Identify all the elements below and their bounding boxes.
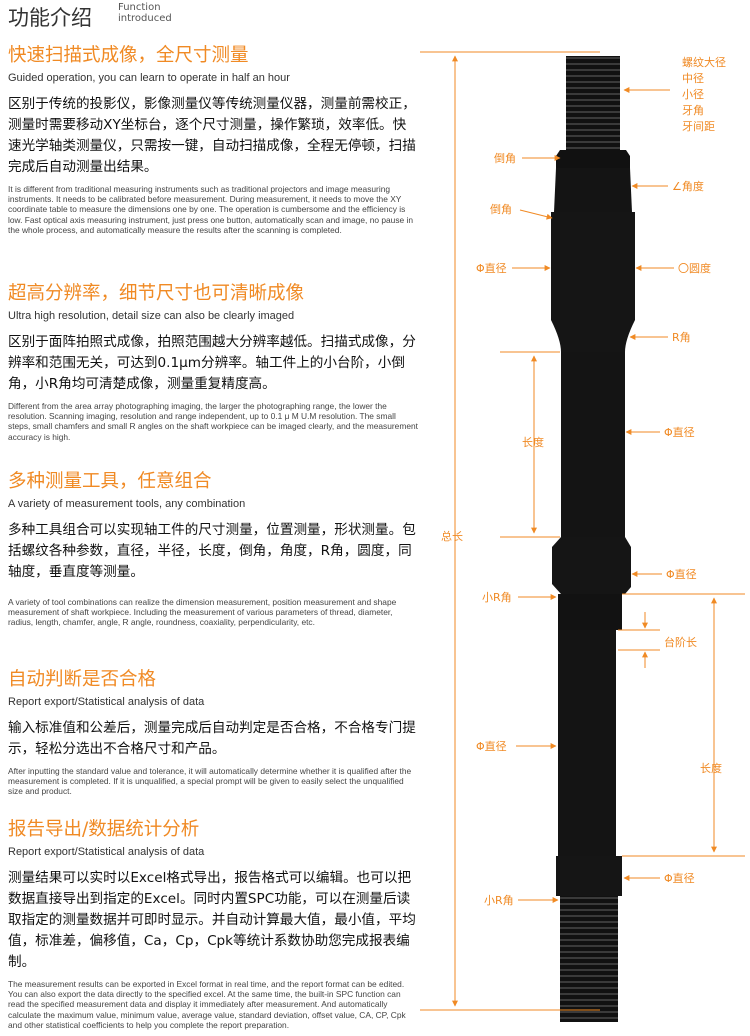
section-subtitle: A variety of measurement tools, any comb… [8, 498, 246, 510]
thread-label-angle: 牙角 [682, 104, 704, 117]
step-length-label: 台阶长 [664, 635, 697, 649]
angle-label: ∠角度 [672, 179, 704, 193]
thread-label-minor: 小径 [682, 88, 704, 101]
section-report-export: 报告导出/数据统计分析 Report export/Statistical an… [8, 818, 418, 1030]
section-title: 快速扫描式成像，全尺寸测量 [8, 45, 249, 66]
section-subtitle: Report export/Statistical analysis of da… [8, 696, 205, 708]
section-title: 多种测量工具，任意组合 [8, 471, 212, 492]
shaft-chamfer-top [556, 150, 630, 168]
diameter-1-label: Φ直径 [476, 261, 507, 275]
shaft-collar [552, 537, 631, 594]
chamfer-2-label: 倒角 [490, 203, 512, 216]
section-body: 区别于面阵拍照式成像，拍照范围越大分辨率越低。扫描式成像，分辨率和范围无关，可达… [8, 334, 416, 392]
small-r-1-label: 小R角 [482, 591, 512, 604]
shaft-long-section [558, 630, 616, 856]
small-r-2-label: 小R角 [484, 894, 514, 907]
section-subtitle: Ultra high resolution, detail size can a… [8, 310, 295, 322]
section-subtitle: Report export/Statistical analysis of da… [8, 846, 205, 858]
shaft-thread-bottom [560, 896, 618, 1022]
page-title-en: Function introduced [118, 2, 172, 24]
section-auto-judge: 自动判断是否合格 Report export/Statistical analy… [8, 668, 418, 797]
section-english: After inputting the standard value and t… [8, 766, 412, 797]
section-title: 自动判断是否合格 [8, 669, 157, 690]
section-english: A variety of tool combinations can reali… [8, 597, 397, 628]
page-title: 功能介绍 [8, 6, 92, 30]
shaft-step [558, 594, 622, 630]
section-subtitle: Guided operation, you can learn to opera… [8, 72, 290, 84]
section-body: 测量结果可以实时以Excel格式导出，报告格式可以编辑。也可以把数据直接导出到指… [8, 870, 416, 970]
thread-label-pitch-diameter: 中径 [682, 72, 704, 85]
section-title: 超高分辨率，细节尺寸也可清晰成像 [8, 283, 305, 304]
section-fast-scan: 快速扫描式成像，全尺寸测量 Guided operation, you can … [8, 44, 418, 235]
length-2-label: 长度 [700, 761, 722, 775]
section-title: 报告导出/数据统计分析 [8, 819, 200, 840]
dimension-lines [420, 51, 745, 1011]
roundness-label: 〇圆度 [678, 261, 711, 275]
shaft-lower-collar [556, 856, 622, 896]
shaft-taper [554, 168, 632, 212]
shaft-r-transition [551, 320, 635, 352]
section-body: 输入标准值和公差后，测量完成后自动判定是否合格，不合格专门提示，轻松分选出不合格… [8, 720, 416, 757]
diameter-5-label: Φ直径 [664, 871, 695, 885]
section-english: The measurement results can be exported … [8, 979, 406, 1030]
chamfer-2-pointer [519, 209, 553, 220]
chamfer-1-label: 倒角 [494, 152, 516, 165]
section-measurement-tools: 多种测量工具，任意组合 A variety of measurement too… [8, 470, 418, 628]
thread-label-pitch: 牙间距 [682, 120, 715, 133]
dimension-labels: 螺纹大径 中径 小径 牙角 牙间距 倒角 ∠角度 倒角 Φ直径 〇圆度 R角 长… [441, 55, 726, 907]
length-1-label: 长度 [522, 435, 544, 449]
diameter-2-label: Φ直径 [664, 425, 695, 439]
diameter-4-label: Φ直径 [476, 739, 507, 753]
shaft-middle-section [561, 352, 625, 537]
total-length-label: 总长 [441, 529, 463, 543]
shaft-body [551, 56, 635, 1022]
section-english: Different from the area array photograph… [8, 401, 418, 442]
section-high-resolution: 超高分辨率，细节尺寸也可清晰成像 Ultra high resolution, … [8, 282, 418, 442]
thread-label-major: 螺纹大径 [682, 55, 726, 69]
section-english: It is different from traditional measuri… [8, 184, 414, 235]
r-angle-label: R角 [672, 331, 691, 344]
section-body: 多种工具组合可以实现轴工件的尺寸测量，位置测量，形状测量。包括螺纹各种参数，直径… [8, 522, 416, 580]
shaft-main-diameter [551, 212, 635, 320]
diameter-3-label: Φ直径 [666, 567, 697, 581]
section-body: 区别于传统的投影仪，影像测量仪等传统测量仪器，测量前需校正，测量时需要移动XY坐… [8, 96, 416, 175]
shaft-thread-top [566, 56, 620, 150]
